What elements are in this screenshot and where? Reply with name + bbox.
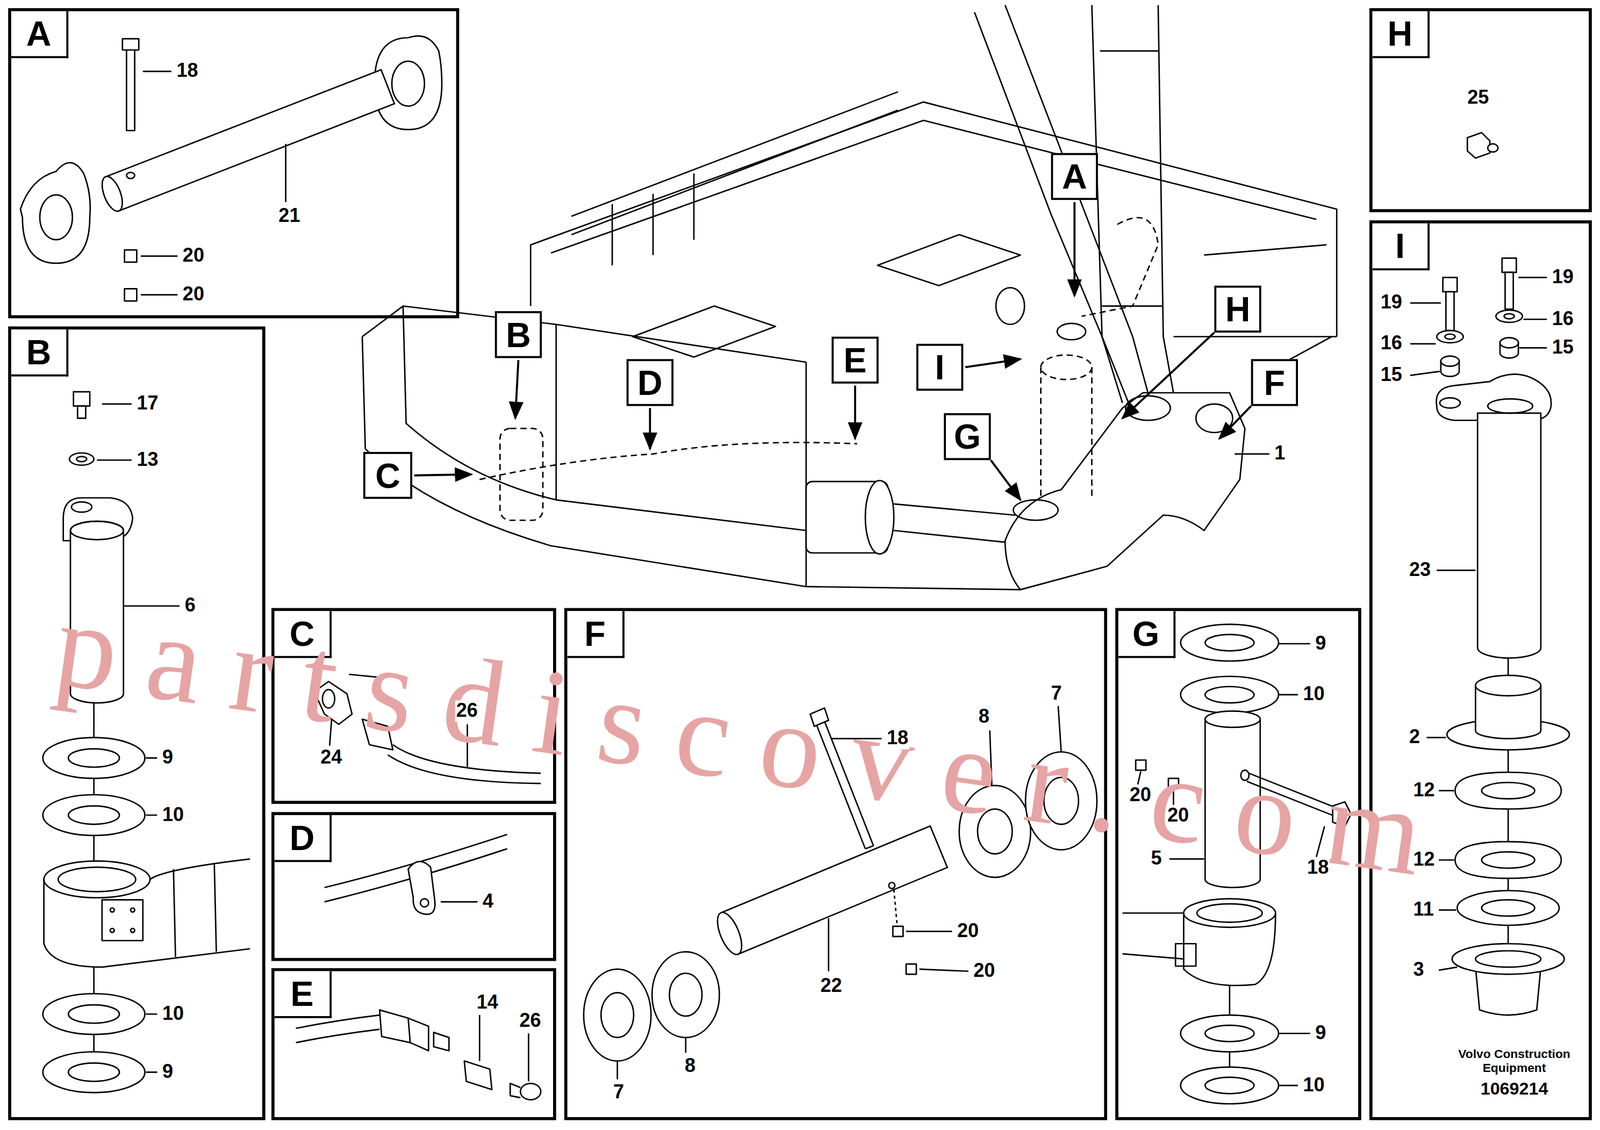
callout-number: 9 [161, 1062, 175, 1084]
detail-panel: H [1369, 8, 1592, 213]
callout-letter: H [1225, 289, 1251, 329]
panel-heading: D [274, 815, 332, 863]
callout-number: 1 [1273, 443, 1287, 465]
callout-number: 22 [819, 976, 844, 998]
callout-number: 9 [161, 747, 175, 770]
callout-number: 20 [956, 921, 980, 943]
panel-heading: I [1372, 223, 1430, 271]
callout-letter: I [935, 347, 945, 387]
callout-number: 2 [1408, 727, 1422, 749]
panel-heading: B [11, 329, 69, 377]
panel-heading: A [11, 11, 69, 59]
callout-number: 20 [1128, 785, 1153, 807]
machine-frame [362, 4, 1337, 590]
callout-number: 21 [277, 205, 301, 228]
callout-number: 9 [1314, 1022, 1327, 1045]
callout-letter: G [953, 417, 981, 457]
callout-number: 12 [1412, 849, 1437, 872]
callout-letter: C [375, 455, 401, 496]
callout-number: 6 [183, 595, 197, 617]
detail-panel: E [271, 968, 557, 1121]
callout-box: B [494, 311, 542, 358]
callout-number: 20 [972, 960, 996, 983]
callout-box: C [363, 451, 413, 499]
callout-box: G [943, 413, 991, 461]
callout-number: 14 [475, 992, 500, 1014]
callout-number: 15 [1379, 364, 1404, 387]
callout-letter: D [637, 362, 663, 403]
callout-number: 10 [161, 1003, 185, 1025]
callout-number: 7 [612, 1082, 626, 1104]
callout-number: 24 [319, 747, 343, 770]
callout-number: 18 [175, 60, 200, 83]
callout-number: 17 [135, 393, 160, 415]
callout-number: 20 [181, 284, 206, 306]
callout-box: E [831, 336, 879, 384]
panel-heading: E [274, 971, 332, 1018]
callout-number: 26 [455, 700, 479, 722]
callout-box: H [1214, 285, 1261, 333]
callout-letter: A [1062, 156, 1088, 197]
callout-number: 7 [1050, 683, 1064, 705]
panel-b-parts [42, 391, 250, 1093]
callout-letter: E [843, 340, 867, 380]
callout-box: F [1251, 359, 1298, 406]
callout-letter: B [505, 314, 532, 355]
callout-number: 5 [1150, 848, 1164, 871]
callout-letter: F [1264, 362, 1286, 403]
callout-number: 10 [161, 804, 185, 827]
callout-number: 20 [1166, 805, 1190, 828]
callout-number: 20 [181, 245, 206, 268]
callout-box: I [916, 343, 964, 391]
callout-number: 19 [1379, 292, 1404, 314]
callout-number: 4 [481, 891, 495, 914]
callout-box: D [626, 359, 674, 406]
callout-arrows [414, 202, 1270, 500]
callout-number: 16 [1379, 333, 1404, 355]
callout-number: 18 [885, 728, 910, 750]
panel-a-parts [20, 36, 442, 301]
callout-number: 25 [1466, 87, 1490, 109]
callout-number: 19 [1551, 267, 1575, 289]
panel-d-parts [324, 834, 508, 915]
callout-number: 15 [1551, 337, 1575, 360]
detail-panel: A [8, 8, 459, 319]
panel-heading: H [1372, 11, 1430, 59]
detail-panel: D [271, 812, 557, 961]
panel-e-parts [296, 1010, 542, 1101]
callout-number: 11 [1412, 899, 1436, 922]
callout-number: 23 [1408, 559, 1432, 581]
panel-heading: G [1118, 611, 1176, 658]
callout-number: 12 [1412, 780, 1437, 802]
callout-number: 10 [1302, 1074, 1326, 1097]
callout-number: 8 [683, 1055, 697, 1078]
drawing-number: 1069214 [1441, 1079, 1588, 1101]
maker-name: Volvo Construction Equipment [1441, 1046, 1588, 1076]
callout-number: 16 [1551, 308, 1575, 330]
callout-number: 26 [518, 1010, 542, 1033]
callout-number: 9 [1314, 633, 1327, 655]
callout-number: 8 [977, 706, 991, 729]
callout-box: A [1051, 153, 1099, 200]
watermark: partsdiscover.com [46, 572, 1462, 909]
callout-number: 13 [135, 449, 160, 471]
callout-number: 3 [1412, 959, 1426, 982]
callout-number: 18 [1306, 857, 1330, 880]
callout-number: 10 [1302, 684, 1326, 706]
panel-i-parts [1410, 257, 1570, 1016]
panel-h-parts [1467, 132, 1498, 159]
